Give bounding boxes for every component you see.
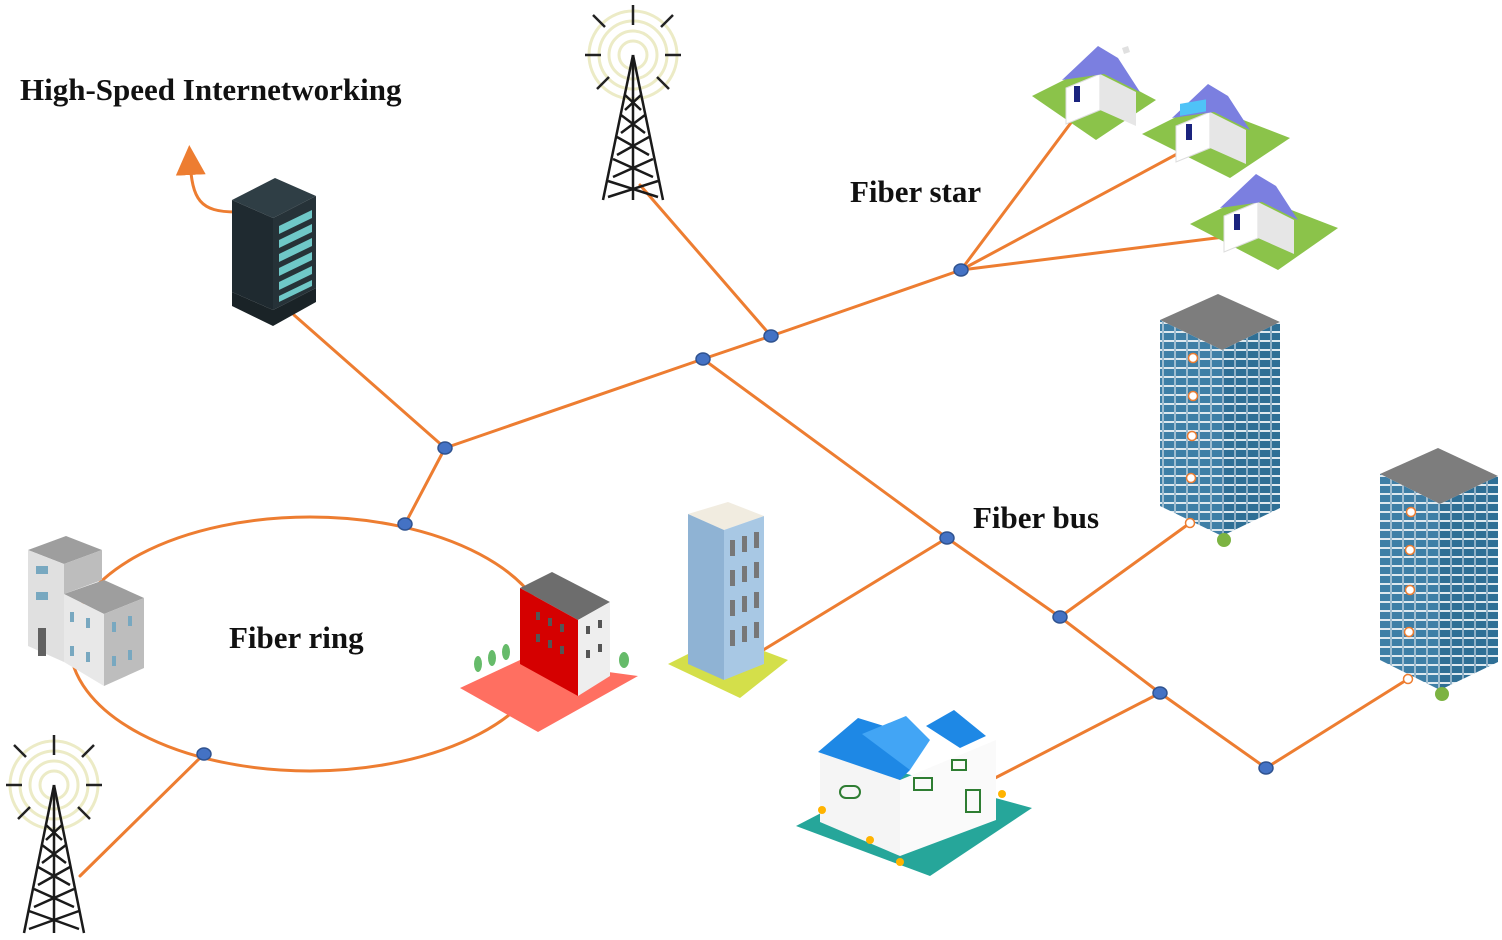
internet-uplink-arrow	[175, 145, 238, 214]
junction-node	[196, 747, 212, 761]
junction-nodes	[196, 263, 1274, 775]
riser-node	[1185, 472, 1197, 484]
server-rack-icon	[232, 178, 316, 326]
riser-node	[1184, 517, 1196, 529]
junction-node	[397, 517, 413, 531]
riser-node	[1187, 390, 1199, 402]
diagram-title: High-Speed Internetworking	[20, 72, 402, 107]
link-backbone-1	[443, 357, 705, 450]
riser-node	[1187, 352, 1199, 364]
gray-office-building-icon	[28, 536, 144, 686]
blue-midrise-building-icon	[668, 502, 788, 698]
link-ring-junction	[403, 446, 447, 526]
junction-node	[1152, 686, 1168, 700]
junction-node	[1052, 610, 1068, 624]
cell-tower-bottom-icon	[6, 735, 102, 934]
fiber-star-label: Fiber star	[850, 174, 982, 209]
villa-house-icon	[796, 710, 1032, 876]
house-2-icon	[1142, 84, 1290, 178]
glass-tower-1-icon	[1160, 99, 1280, 547]
link-server-junction	[292, 313, 447, 450]
junction-node	[437, 441, 453, 455]
red-apartment-building-icon	[460, 572, 638, 732]
fiber-bus-label: Fiber bus	[973, 500, 1100, 535]
junction-node	[1258, 761, 1274, 775]
riser-node	[1405, 506, 1417, 518]
link-star-house-3	[959, 234, 1234, 272]
link-bus-1	[701, 357, 949, 540]
junction-node	[763, 329, 779, 343]
junction-node	[695, 352, 711, 366]
link-tower-top	[638, 183, 773, 338]
link-backbone-3	[769, 268, 963, 338]
link-bus-3	[1058, 615, 1162, 695]
house-3-icon	[1190, 174, 1338, 270]
link-bus-4	[1158, 691, 1268, 770]
link-bus-2	[945, 536, 1062, 619]
link-bus-midrise	[758, 536, 949, 654]
riser-node	[1404, 544, 1416, 556]
link-bus-tower-1	[1058, 521, 1192, 619]
cell-tower-top-icon	[585, 5, 681, 201]
riser-node	[1403, 626, 1415, 638]
link-bus-villa	[993, 691, 1162, 780]
junction-node	[939, 531, 955, 545]
link-bus-tower-2	[1264, 677, 1410, 770]
riser-node	[1186, 430, 1198, 442]
link-tower-bottom	[78, 752, 206, 878]
glass-tower-2-icon	[1380, 448, 1498, 701]
riser-nodes	[1184, 352, 1417, 685]
link-star-house-2	[959, 144, 1194, 272]
fiber-ring-label: Fiber ring	[229, 620, 364, 655]
riser-node	[1402, 673, 1414, 685]
link-star-house-1	[959, 106, 1084, 272]
junction-node	[953, 263, 969, 277]
house-1-icon	[1032, 46, 1156, 140]
link-backbone-2	[701, 334, 773, 361]
riser-node	[1404, 584, 1416, 596]
